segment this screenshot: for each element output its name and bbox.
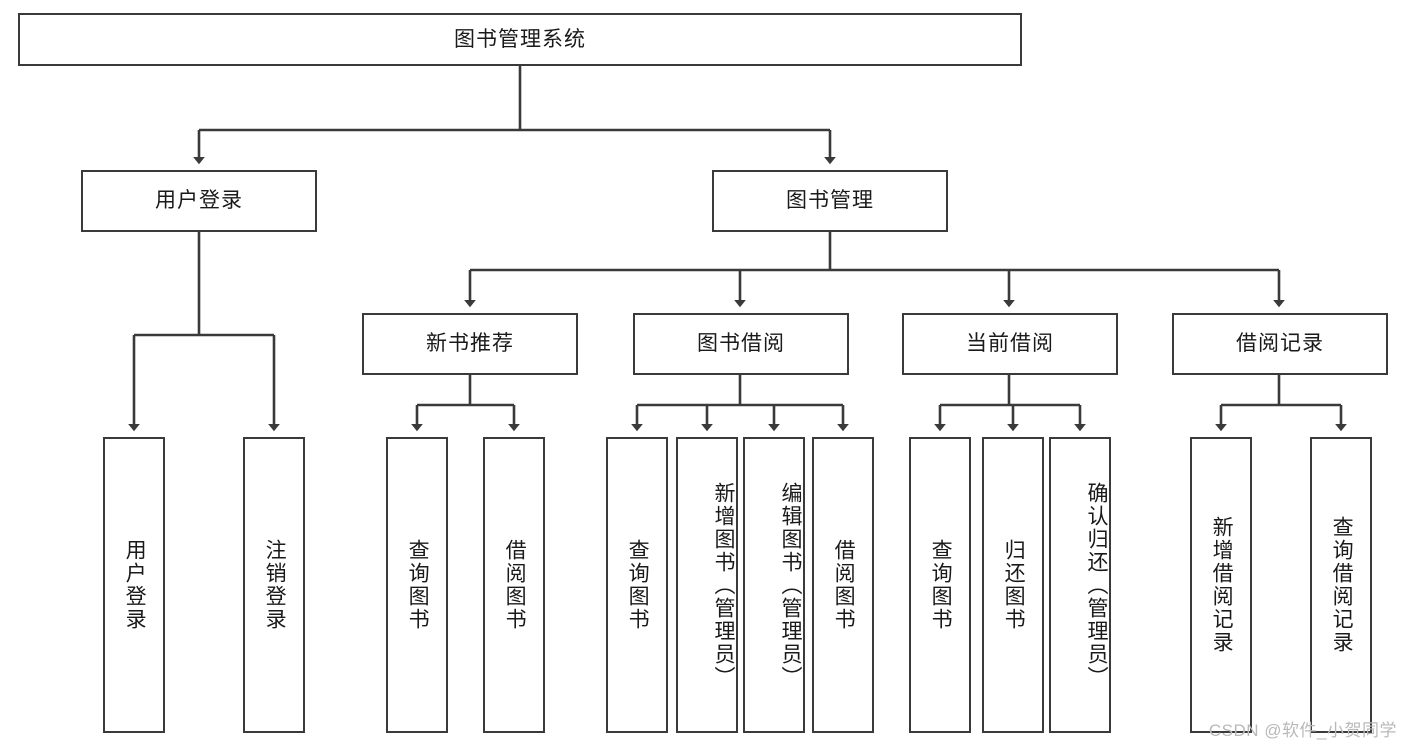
leaf-query-book-current[interactable]: 查询图书 [909,437,971,733]
leaf-add-borrow-record[interactable]: 新增借阅记录 [1190,437,1252,733]
leaf-logout[interactable]: 注销登录 [243,437,305,733]
leaf-user-login[interactable]: 用户登录 [103,437,165,733]
node-new-book-recommend[interactable]: 新书推荐 [362,313,578,375]
node-label: 查询图书 [406,539,430,631]
leaf-query-book-borrow[interactable]: 查询图书 [606,437,668,733]
node-book-borrow[interactable]: 图书借阅 [633,313,849,375]
node-label: 图书管理 [786,189,874,213]
node-label: 新书推荐 [426,332,514,356]
node-label: 归还图书 [1002,539,1026,631]
leaf-query-borrow-record[interactable]: 查询借阅记录 [1310,437,1372,733]
node-label: 当前借阅 [966,332,1054,356]
leaf-query-book-recommend[interactable]: 查询图书 [386,437,448,733]
leaf-edit-book-admin[interactable]: 编辑图书（管理员） [743,437,805,733]
node-label: 新增图书（管理员） [712,481,735,689]
leaf-add-book-admin[interactable]: 新增图书（管理员） [676,437,738,733]
node-root-system[interactable]: 图书管理系统 [18,13,1022,66]
csdn-watermark: CSDN @软件_小贺同学 [1208,721,1397,740]
node-label: 编辑图书（管理员） [779,481,802,689]
leaf-return-book[interactable]: 归还图书 [982,437,1044,733]
node-label: 用户登录 [123,539,147,631]
node-label: 确认归还（管理员） [1085,481,1108,689]
node-book-manage[interactable]: 图书管理 [712,170,948,232]
node-label: 查询借阅记录 [1330,516,1354,654]
node-label: 查询图书 [626,539,650,631]
node-label: 图书管理系统 [454,27,586,51]
leaf-borrow-book-recommend[interactable]: 借阅图书 [483,437,545,733]
node-user-login[interactable]: 用户登录 [81,170,317,232]
node-current-borrow[interactable]: 当前借阅 [902,313,1118,375]
node-label: 借阅图书 [503,539,527,631]
node-label: 借阅图书 [832,539,856,631]
node-label: 用户登录 [155,189,243,213]
leaf-confirm-return-admin[interactable]: 确认归还（管理员） [1049,437,1111,733]
leaf-borrow-book[interactable]: 借阅图书 [812,437,874,733]
node-label: 查询图书 [929,539,953,631]
node-borrow-record[interactable]: 借阅记录 [1172,313,1388,375]
node-label: 借阅记录 [1236,332,1324,356]
node-label: 注销登录 [263,539,287,631]
node-label: 图书借阅 [697,332,785,356]
node-label: 新增借阅记录 [1210,516,1234,654]
